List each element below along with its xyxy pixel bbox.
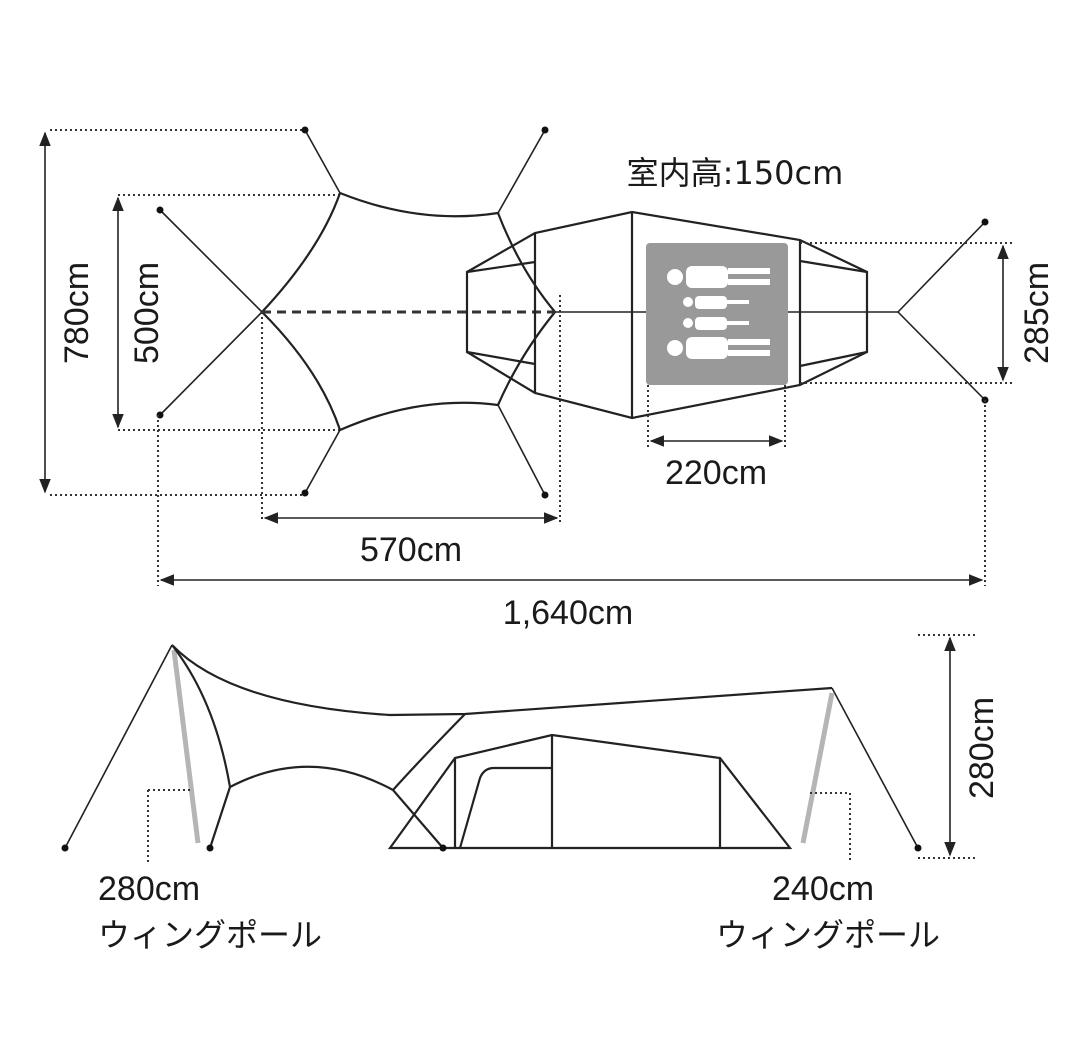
label-570cm: 570cm bbox=[360, 531, 462, 569]
interior-height-label: 室内高:150cm bbox=[627, 154, 844, 192]
label-780cm: 780cm bbox=[58, 262, 96, 364]
left-wing-pole bbox=[171, 649, 201, 844]
tarp-outline bbox=[260, 191, 557, 432]
label-285cm: 285cm bbox=[1018, 262, 1056, 364]
label-1640cm: 1,640cm bbox=[503, 594, 633, 632]
right-wing-pole bbox=[800, 692, 835, 844]
inner-tent bbox=[646, 243, 788, 385]
side-stakes bbox=[61, 844, 922, 852]
top-view: 780cm 500cm 室内高:150cm 285cm bbox=[39, 126, 1056, 632]
left-pole-length: 280cm bbox=[98, 870, 200, 908]
left-pole-name: ウィングポール bbox=[98, 916, 322, 954]
label-height-280cm: 280cm bbox=[963, 697, 1001, 799]
side-view: 280cm 280cm ウィングポール 240cm ウィングポール bbox=[61, 634, 1001, 954]
tent-side bbox=[387, 733, 793, 850]
right-pole-length: 240cm bbox=[772, 870, 874, 908]
tarp-side bbox=[171, 644, 833, 717]
right-pole-name: ウィングポール bbox=[716, 916, 940, 954]
label-500cm: 500cm bbox=[128, 262, 166, 364]
four-people-sleeping-icon bbox=[667, 266, 770, 359]
label-220cm: 220cm bbox=[665, 454, 767, 492]
